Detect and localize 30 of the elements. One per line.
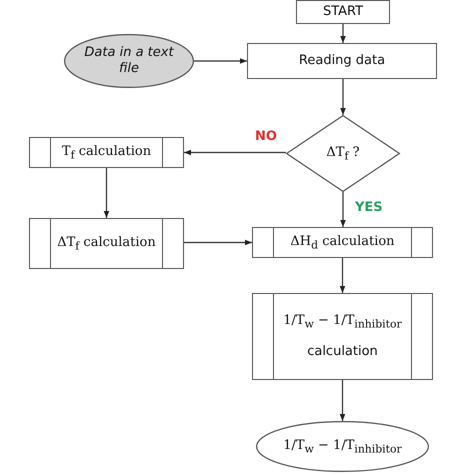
arrow: [340, 380, 346, 421]
node-text: 1/T$_{w}$ − 1/T$_{inhibitor}$: [283, 438, 402, 456]
subprocess-box: [252, 293, 433, 380]
arrow: [340, 258, 346, 293]
node-text: T$_{f}$ calculation: [62, 144, 152, 162]
edge-label: YES: [353, 200, 385, 214]
node-text: Data in a text file: [83, 45, 175, 77]
end-ellipse: [256, 421, 429, 472]
arrow: [184, 150, 286, 156]
subprocess-box: [29, 137, 184, 168]
arrow: [340, 24, 346, 43]
node-text: calculation: [307, 344, 378, 360]
decision-text: ΔT$_{f}$ ?: [326, 144, 360, 162]
arrow: [184, 240, 252, 246]
decision-diamond: [286, 115, 400, 192]
arrow: [104, 168, 110, 218]
process-box: [247, 43, 437, 79]
arrow: [340, 192, 346, 227]
node-text: 1/T$_{w}$ − 1/T$_{inhibitor}$: [283, 312, 402, 330]
node-text: ΔH$_{d}$ calculation: [290, 234, 395, 252]
edge-label: NO: [253, 128, 279, 144]
node-text: Reading data: [298, 53, 386, 69]
node-text: START: [322, 4, 364, 20]
arrow: [340, 79, 346, 115]
start-box: [296, 0, 390, 24]
subprocess-box: [29, 218, 184, 269]
node-text: ΔT$_{f}$ calculation: [57, 234, 156, 252]
subprocess-box: [252, 227, 433, 258]
data-ellipse: [64, 34, 194, 88]
arrow: [194, 58, 247, 64]
